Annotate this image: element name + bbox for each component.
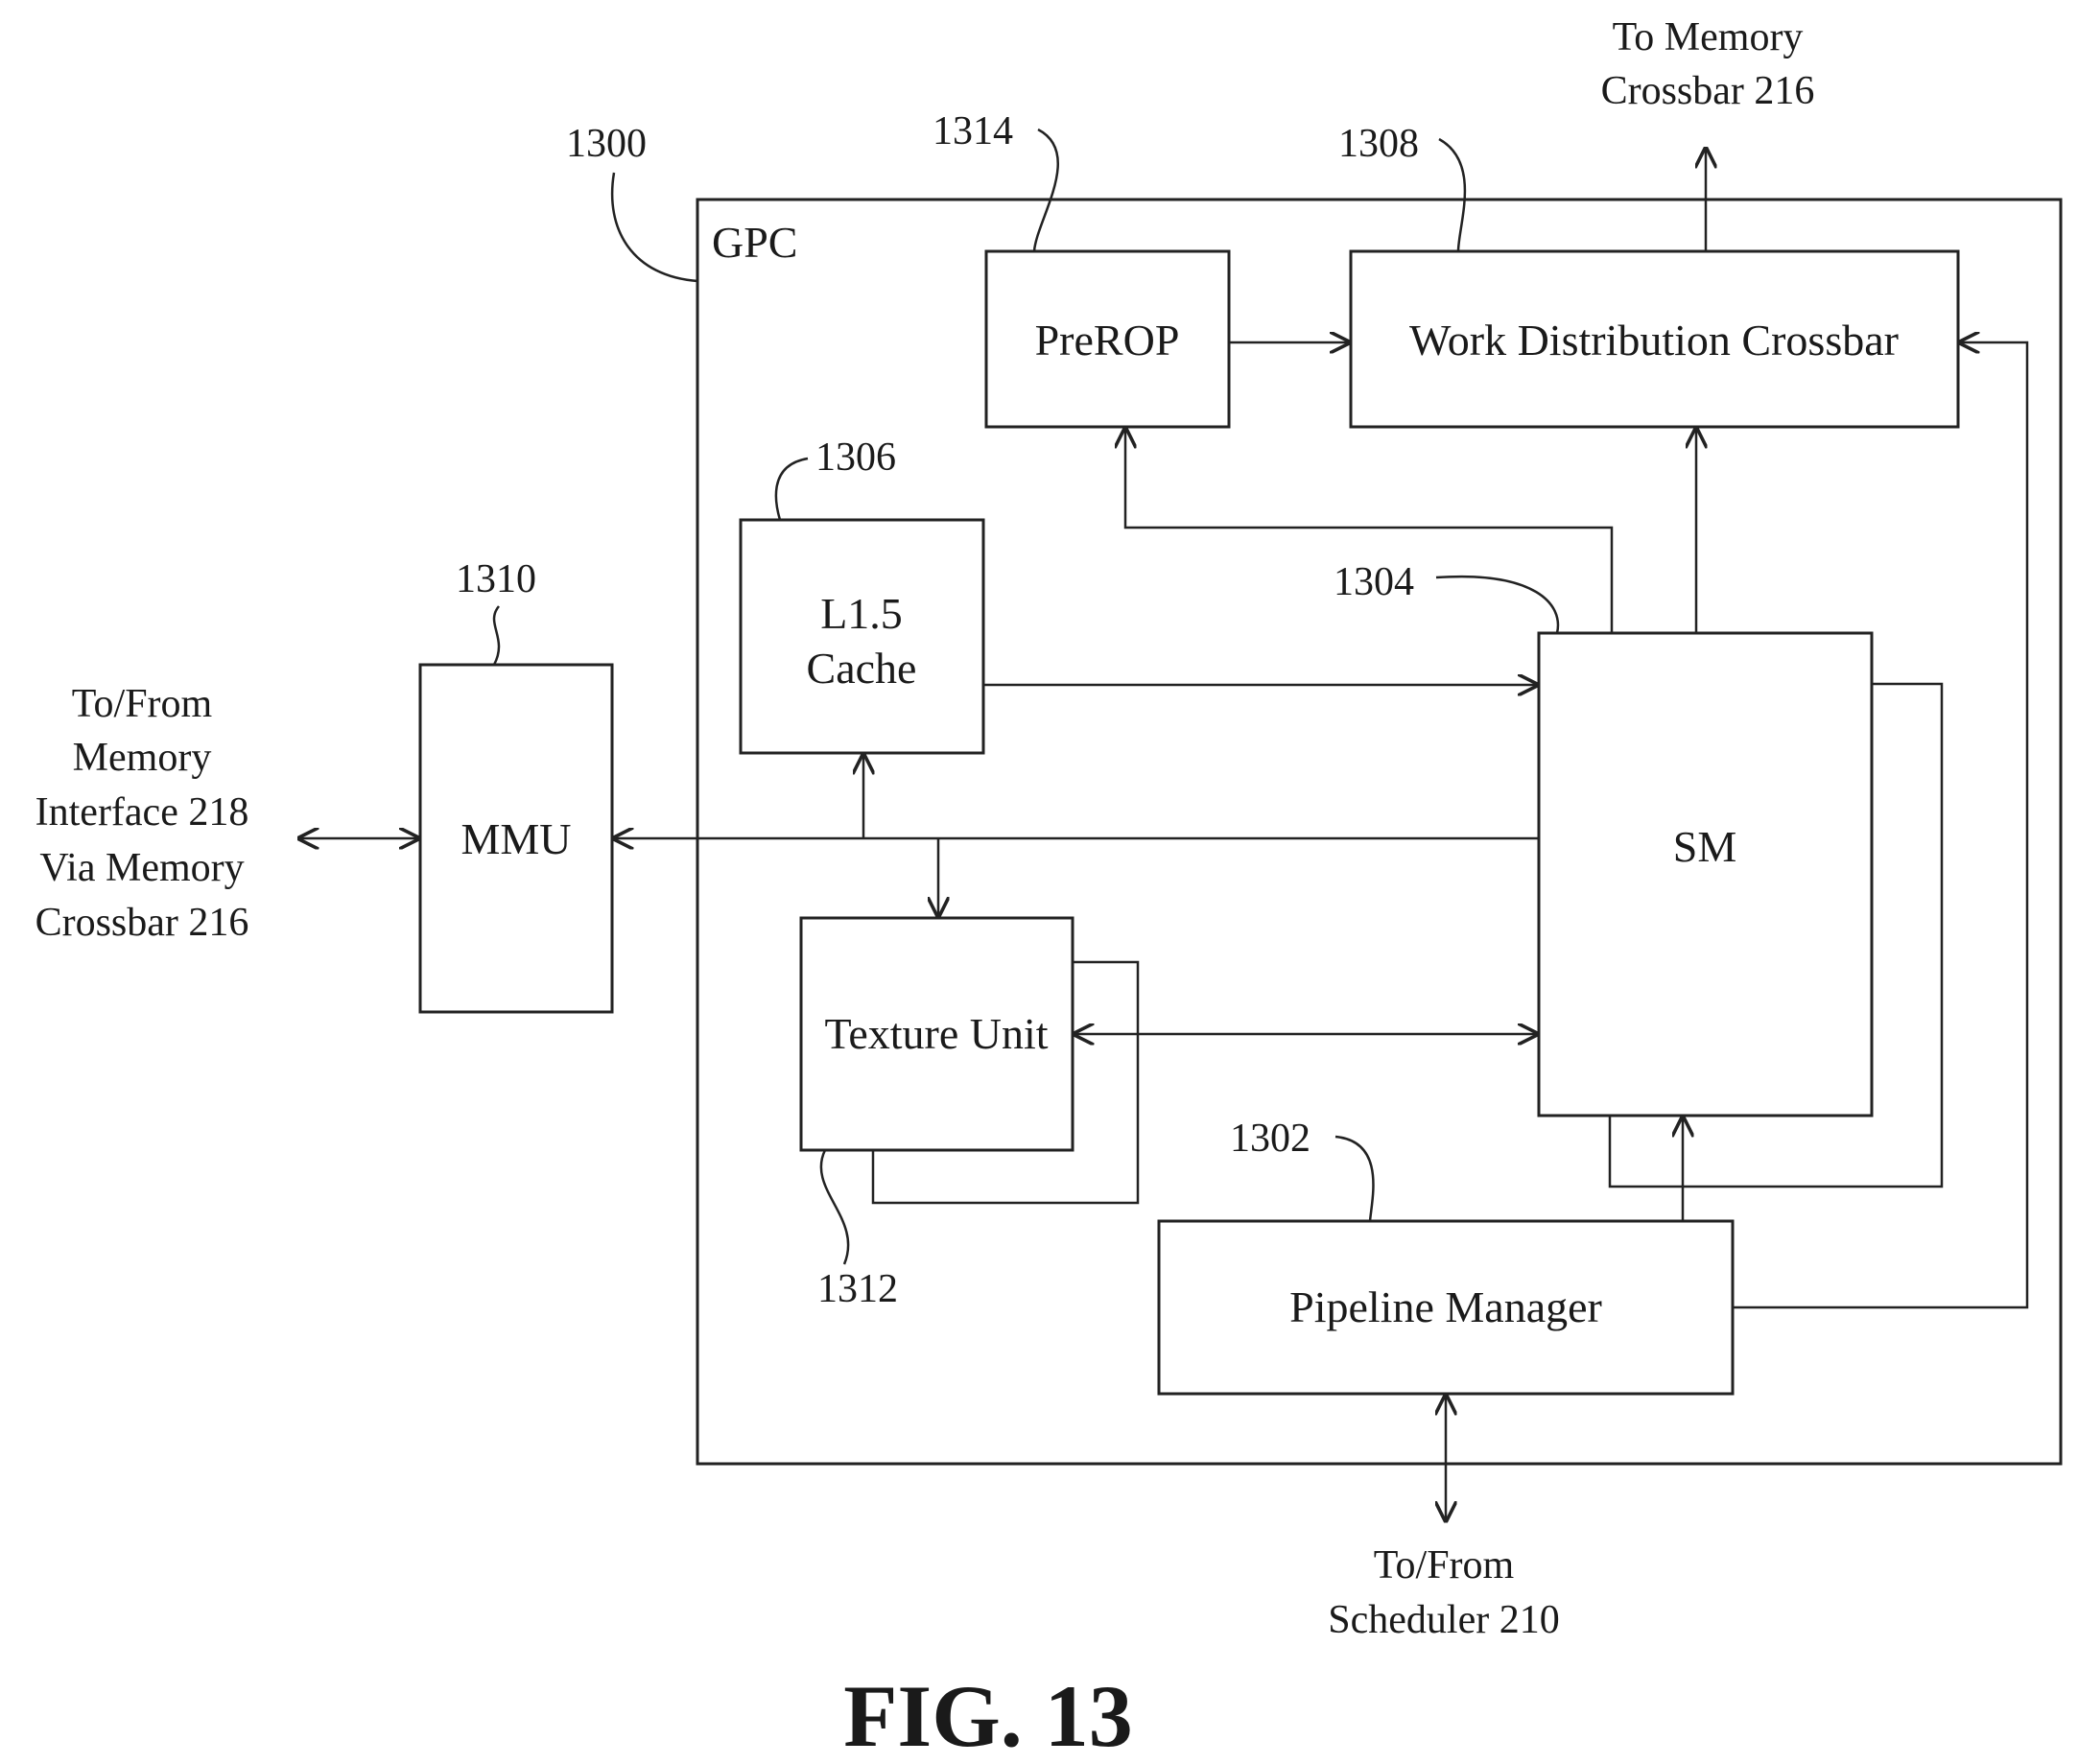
texture-unit-label: Texture Unit: [824, 1009, 1048, 1058]
prerop-ref: 1314: [933, 109, 1013, 153]
figure-label: FIG. 13: [843, 1667, 1133, 1764]
pipeline-manager-label: Pipeline Manager: [1289, 1282, 1602, 1331]
gpc-ref: 1300: [566, 122, 647, 166]
memory-interface-label-line5: Crossbar 216: [35, 901, 249, 945]
texture-unit-ref: 1312: [817, 1267, 898, 1311]
memory-interface-label-line3: Interface 218: [35, 790, 249, 835]
sm-block: [1539, 633, 1872, 1116]
mmu-ref-leader: [494, 606, 499, 665]
prerop-label: PreROP: [1035, 316, 1180, 365]
memory-interface-label-line2: Memory: [73, 736, 212, 780]
memory-crossbar-label-line2: Crossbar 216: [1601, 69, 1815, 113]
memory-crossbar-label-line1: To Memory: [1613, 15, 1804, 59]
l15-cache-label-line2: Cache: [807, 644, 917, 693]
scheduler-label-line2: Scheduler 210: [1328, 1598, 1559, 1642]
l15-cache-label-line1: L1.5: [820, 589, 903, 638]
memory-interface-label-line4: Via Memory: [39, 846, 244, 890]
pipeline-manager-ref: 1302: [1230, 1117, 1311, 1161]
work-distribution-crossbar-ref: 1308: [1338, 122, 1419, 166]
sm-label: SM: [1673, 822, 1736, 871]
gpc-ref-leader: [612, 173, 697, 281]
work-distribution-crossbar-label: Work Distribution Crossbar: [1409, 316, 1899, 365]
mmu-ref: 1310: [456, 557, 536, 601]
mmu-label: MMU: [460, 814, 571, 863]
sm-ref: 1304: [1334, 560, 1414, 604]
l15-cache-ref: 1306: [815, 435, 896, 480]
memory-interface-label-line1: To/From: [72, 682, 213, 726]
scheduler-label-line1: To/From: [1374, 1543, 1515, 1588]
gpc-title: GPC: [712, 218, 797, 267]
